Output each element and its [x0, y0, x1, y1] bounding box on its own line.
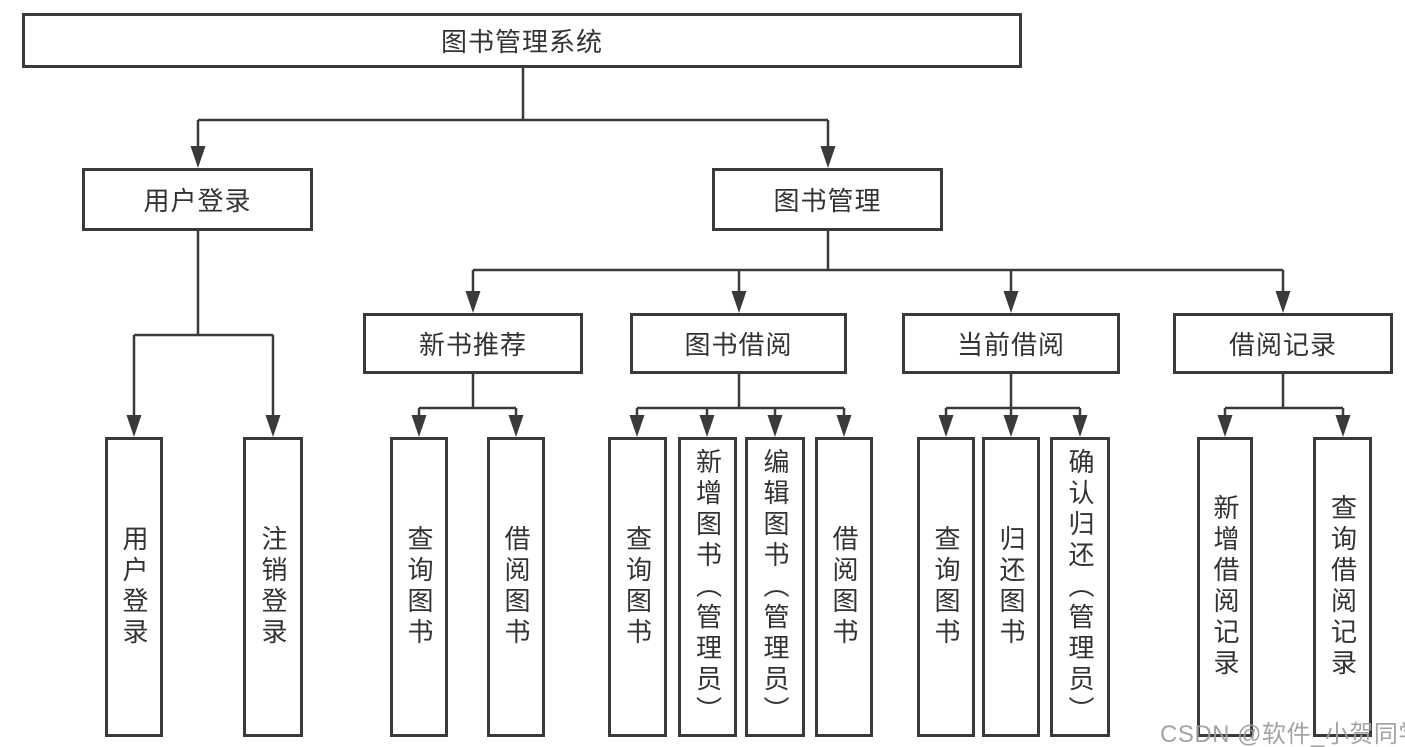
arrowheads: [126, 146, 1351, 437]
leaf-add-books-admin: 新增图书（管理员）: [678, 437, 737, 737]
node-label: 查询图书: [404, 525, 434, 649]
leaf-logout: 注销登录: [243, 437, 303, 737]
node-label: 新增借阅记录: [1210, 494, 1240, 680]
node-label: 编辑图书（管理员）: [760, 447, 790, 727]
watermark: CSDN @软件_小贺同学: [1160, 721, 1405, 747]
node-borrow-records: 借阅记录: [1173, 313, 1393, 374]
node-label: 查询借阅记录: [1327, 494, 1358, 680]
node-current-borrow: 当前借阅: [902, 313, 1120, 374]
node-label: 用户登录: [119, 525, 149, 649]
node-label: 注销登录: [258, 525, 288, 649]
leaf-user-login: 用户登录: [105, 437, 163, 737]
node-label: 借阅记录: [1228, 330, 1337, 360]
node-library-management-system: 图书管理系统: [22, 13, 1022, 68]
node-label: 新书推荐: [418, 330, 527, 360]
node-label: 查询图书: [622, 525, 653, 649]
node-book-management: 图书管理: [712, 168, 943, 231]
node-label: 用户登录: [143, 186, 252, 216]
leaf-edit-books-admin: 编辑图书（管理员）: [745, 437, 805, 737]
leaf-query-books-borrow: 查询图书: [608, 437, 667, 737]
node-label: 图书管理系统: [440, 27, 603, 57]
node-label: 图书借阅: [684, 330, 793, 360]
node-label: 借阅图书: [829, 525, 859, 649]
node-label: 借阅图书: [501, 525, 531, 649]
node-book-borrow: 图书借阅: [630, 313, 847, 374]
leaf-query-books-current: 查询图书: [917, 437, 975, 737]
node-label: 确认归还（管理员）: [1065, 447, 1095, 727]
node-label: 图书管理: [773, 186, 882, 216]
node-new-book-recommend: 新书推荐: [363, 313, 583, 374]
node-label: 新增图书（管理员）: [692, 447, 723, 727]
leaf-query-books-recommend: 查询图书: [390, 437, 448, 737]
node-label: 查询图书: [931, 525, 961, 649]
node-label: 当前借阅: [956, 330, 1065, 360]
node-label: 归还图书: [996, 525, 1026, 649]
leaf-borrow-books: 借阅图书: [815, 437, 873, 737]
leaf-borrow-books-recommend: 借阅图书: [487, 437, 545, 737]
leaf-return-books: 归还图书: [982, 437, 1040, 737]
leaf-add-borrow-record: 新增借阅记录: [1197, 437, 1253, 737]
node-user-login: 用户登录: [82, 168, 313, 231]
leaf-query-borrow-record: 查询借阅记录: [1313, 437, 1372, 737]
leaf-confirm-return-admin: 确认归还（管理员）: [1050, 437, 1110, 737]
